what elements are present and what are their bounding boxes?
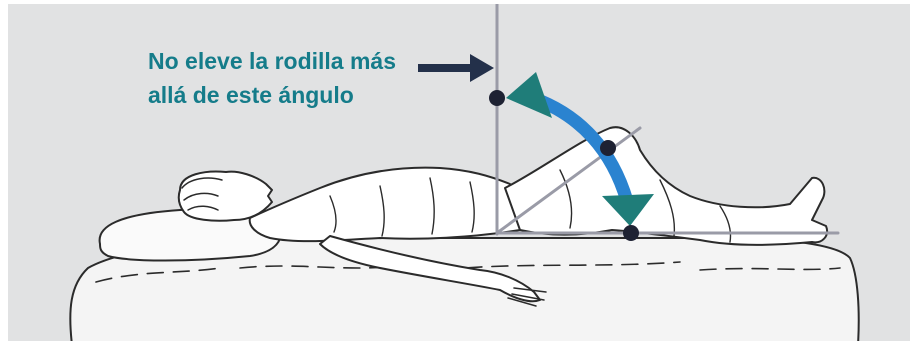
pillow — [98, 207, 282, 262]
angle-warning-caption: No eleve la rodilla más allá de este áng… — [148, 44, 418, 112]
arc-arrow-head-top — [506, 72, 552, 118]
arc-arrow-shaft — [530, 91, 634, 203]
leg-folds — [559, 169, 732, 243]
diagonal-reference-line — [495, 126, 642, 235]
arm — [319, 235, 541, 303]
arc-arrow-head-bottom — [602, 194, 654, 226]
hair — [181, 177, 223, 211]
pointer-arrow-head — [470, 54, 494, 82]
knee-marker — [600, 140, 616, 156]
head — [177, 170, 273, 222]
mattress-seam — [95, 261, 841, 283]
upper-limit-marker — [489, 90, 505, 106]
hand-fingers — [507, 287, 547, 307]
caption-line-2: allá de este ángulo — [148, 82, 354, 108]
lower-marker — [623, 225, 639, 241]
caption-line-1: No eleve la rodilla más — [148, 48, 397, 74]
gown-folds — [329, 177, 475, 237]
